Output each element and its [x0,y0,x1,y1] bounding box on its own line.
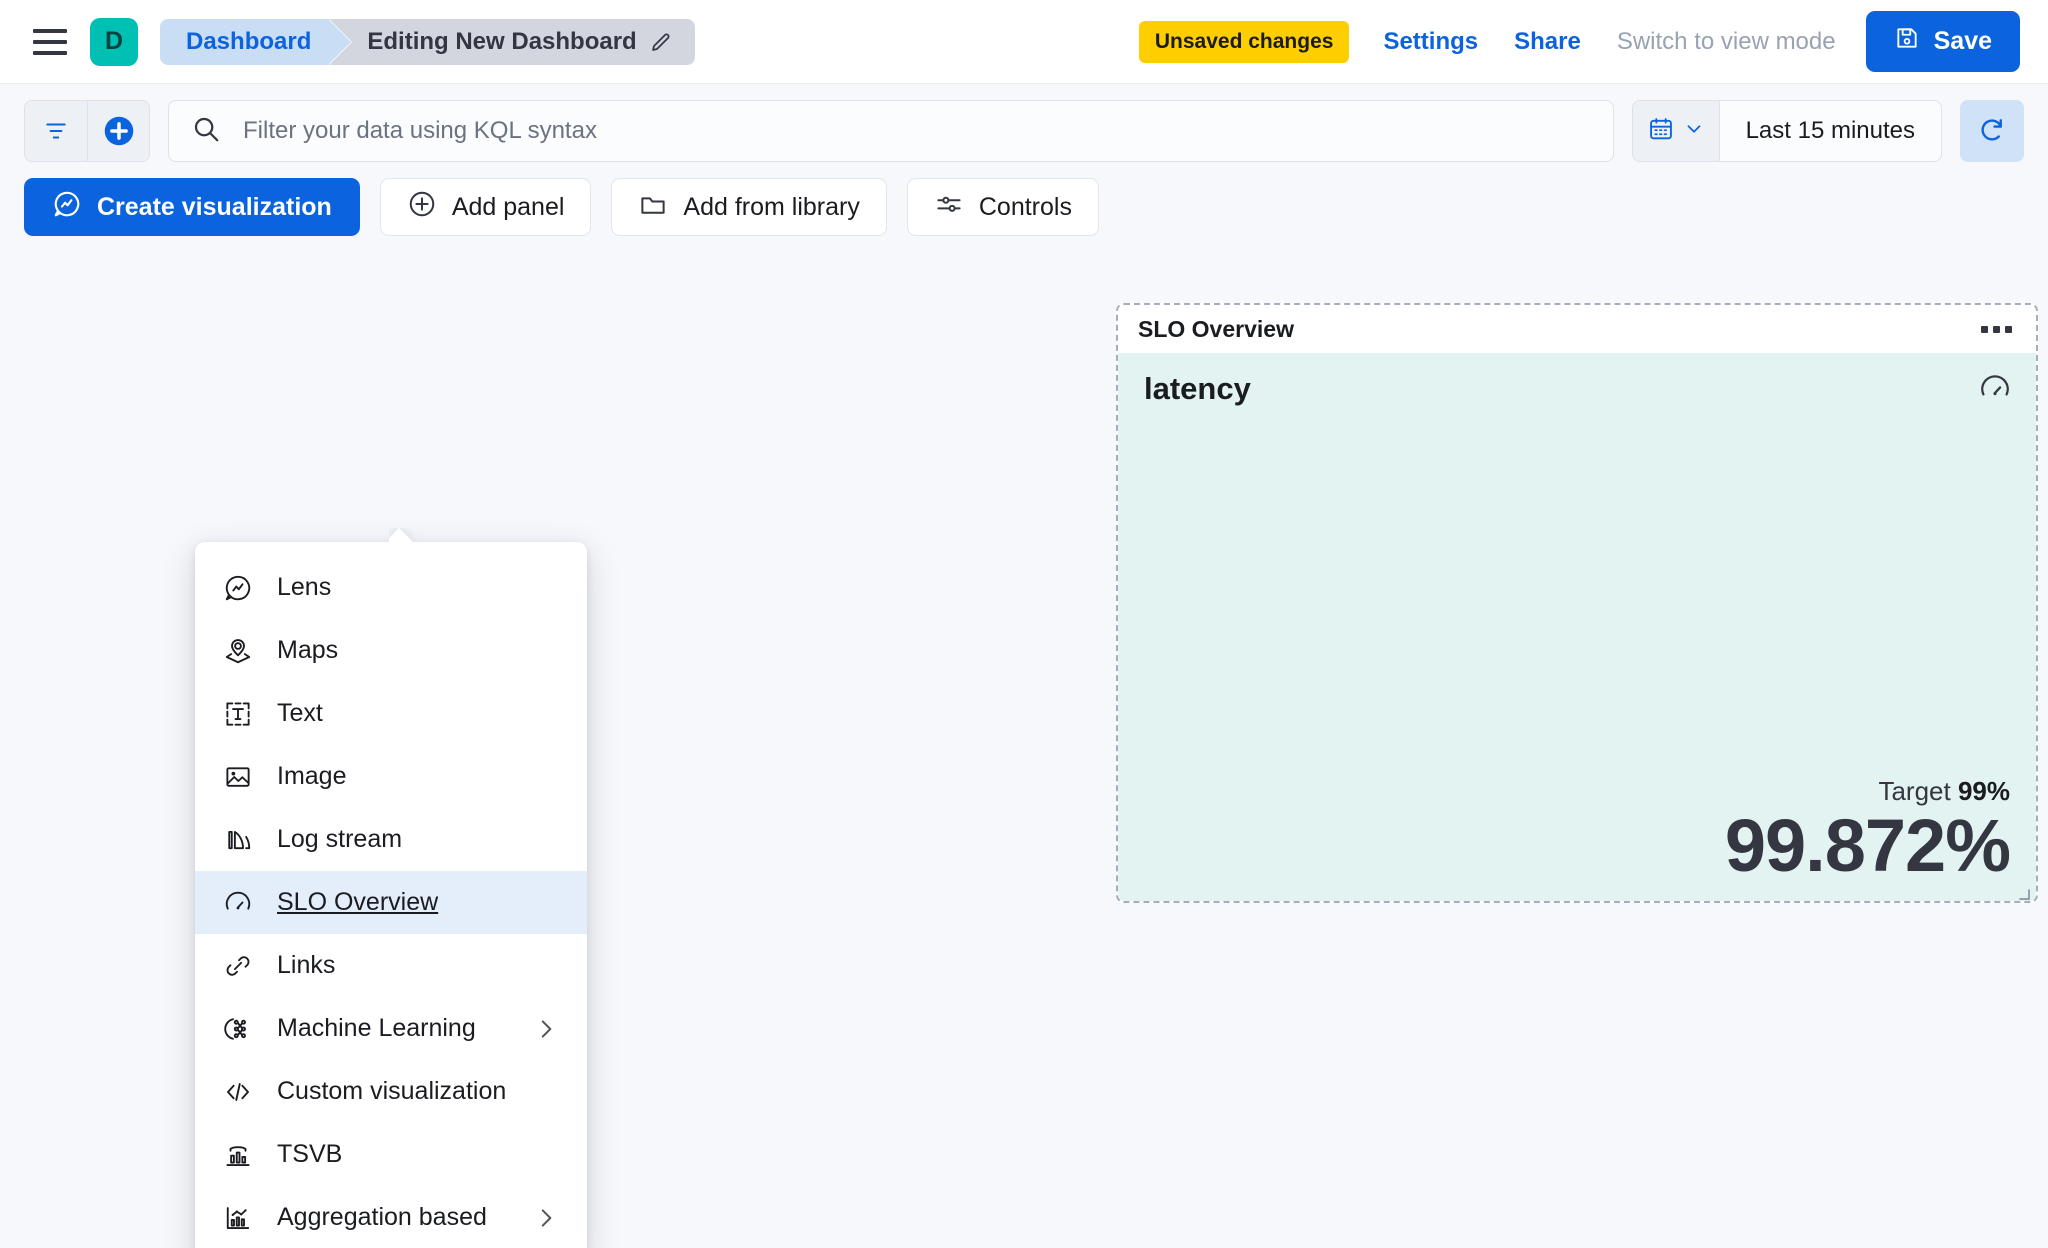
settings-link[interactable]: Settings [1383,27,1479,55]
menu-item-custom-visualization[interactable]: Custom visualization [195,1060,587,1123]
query-bar: Filter your data using KQL syntax Last 1… [0,84,2048,162]
dot [1993,325,2000,333]
chevron-down-icon [1683,118,1705,145]
lens-icon [52,189,82,226]
panel-resize-handle[interactable] [2016,886,2030,900]
panel-header: SLO Overview [1118,305,2036,353]
status-badge-unsaved-changes[interactable]: Unsaved changes [1138,20,1350,63]
breadcrumb-current-label: Editing New Dashboard [367,27,637,55]
gauge-icon [1978,371,2012,410]
menu-item-label: Machine Learning [277,1014,476,1042]
create-visualization-button[interactable]: Create visualization [24,178,360,236]
hamburger-icon[interactable] [28,20,72,64]
slo-name: latency [1144,371,1251,406]
menu-item-log-stream[interactable]: Log stream [195,808,587,871]
controls-button[interactable]: Controls [906,178,1099,236]
menu-item-slo-overview[interactable]: SLO Overview [195,871,587,934]
menu-item-image[interactable]: Image [195,745,587,808]
menu-item-label: TSVB [277,1140,343,1168]
controls-label: Controls [978,192,1072,221]
code-brackets-icon [223,1077,253,1107]
breadcrumb: Dashboard Editing New Dashboard [160,18,695,65]
menu-arrow [389,528,417,542]
menu-item-links[interactable]: Links [195,934,587,997]
save-button[interactable]: Save [1865,11,2020,72]
menu-item-label: SLO Overview [277,888,439,916]
menu-item-label: Lens [277,573,332,601]
add-filter-button[interactable] [87,101,149,161]
tsvb-chart-icon [223,1140,253,1170]
menu-item-maps[interactable]: Maps [195,619,587,682]
menu-item-lens[interactable]: Lens [195,556,587,619]
hamburger-bar [33,39,67,44]
refresh-button[interactable] [1960,100,2024,162]
time-range-display[interactable]: Last 15 minutes [1745,117,1915,144]
menu-item-aggregation-based[interactable]: Aggregation based [195,1186,587,1248]
menu-item-label: Text [277,699,323,727]
add-from-library-button[interactable]: Add from library [611,178,887,236]
menu-item-tsvb[interactable]: TSVB [195,1123,587,1186]
add-from-library-label: Add from library [683,192,860,221]
filter-list-icon[interactable] [25,101,87,161]
slo-metrics: Target 99% 99.872% [1144,776,2011,887]
refresh-icon [1977,114,2007,149]
date-picker-group: Last 15 minutes [1631,100,1942,162]
date-quick-menu-button[interactable] [1632,101,1720,161]
search-input-placeholder: Filter your data using KQL syntax [243,117,597,144]
aggregation-chart-icon [223,1203,253,1233]
hamburger-bar [33,28,67,33]
gauge-icon [223,888,253,918]
slo-target-label: Target [1878,776,1951,806]
pencil-icon[interactable] [649,30,673,54]
dot [2005,325,2012,333]
hamburger-bar [33,50,67,55]
chevron-right-icon [533,1205,559,1231]
add-panel-label: Add panel [451,192,565,221]
add-panel-button[interactable]: Add panel [379,178,592,236]
lens-icon [223,573,253,603]
breadcrumb-item-dashboard[interactable]: Dashboard [160,18,352,65]
log-stream-icon [223,825,253,855]
create-visualization-label: Create visualization [97,192,332,221]
dot [1981,325,1988,333]
top-header: D Dashboard Editing New Dashboard Unsave… [0,0,2048,84]
slo-sli-value: 99.872% [1724,804,2011,887]
save-button-label: Save [1933,27,1992,55]
menu-item-label: Aggregation based [277,1203,487,1231]
text-box-icon [223,699,253,729]
app-logo-badge[interactable]: D [90,17,138,66]
menu-item-text[interactable]: Text [195,682,587,745]
filter-button-group [24,100,150,162]
folder-icon [638,189,668,226]
search-input[interactable]: Filter your data using KQL syntax [168,100,1614,162]
slo-target-value: 99% [1957,776,2010,806]
search-icon [191,114,221,149]
slo-target: Target 99% [1144,776,2010,807]
menu-item-label: Maps [277,636,339,664]
calendar-icon [1647,115,1675,148]
save-disk-icon [1894,25,1920,58]
plus-circle-icon [407,189,437,226]
menu-item-label: Log stream [277,825,403,853]
switch-to-view-mode-link[interactable]: Switch to view mode [1616,27,1836,55]
machine-learning-icon [223,1014,253,1044]
link-icon [223,951,253,981]
dashboard-toolbar: Create visualization Add panel Add from … [0,162,2048,252]
map-pin-layers-icon [223,636,253,666]
menu-item-label: Custom visualization [277,1077,507,1105]
image-icon [223,762,253,792]
dashboard-panel-slo-overview[interactable]: SLO Overview latency Target 99% [1116,303,2038,903]
sliders-icon [934,189,964,226]
breadcrumb-item-current[interactable]: Editing New Dashboard [329,18,695,65]
slo-card-body: latency Target 99% 99.872% [1118,353,2036,901]
share-link[interactable]: Share [1514,27,1581,55]
menu-item-label: Links [277,951,336,979]
chevron-right-icon [533,1016,559,1042]
menu-item-label: Image [277,762,347,790]
panel-title: SLO Overview [1138,315,1294,342]
context-menu-dots-icon[interactable] [1975,320,2018,339]
menu-item-machine-learning[interactable]: Machine Learning [195,997,587,1060]
